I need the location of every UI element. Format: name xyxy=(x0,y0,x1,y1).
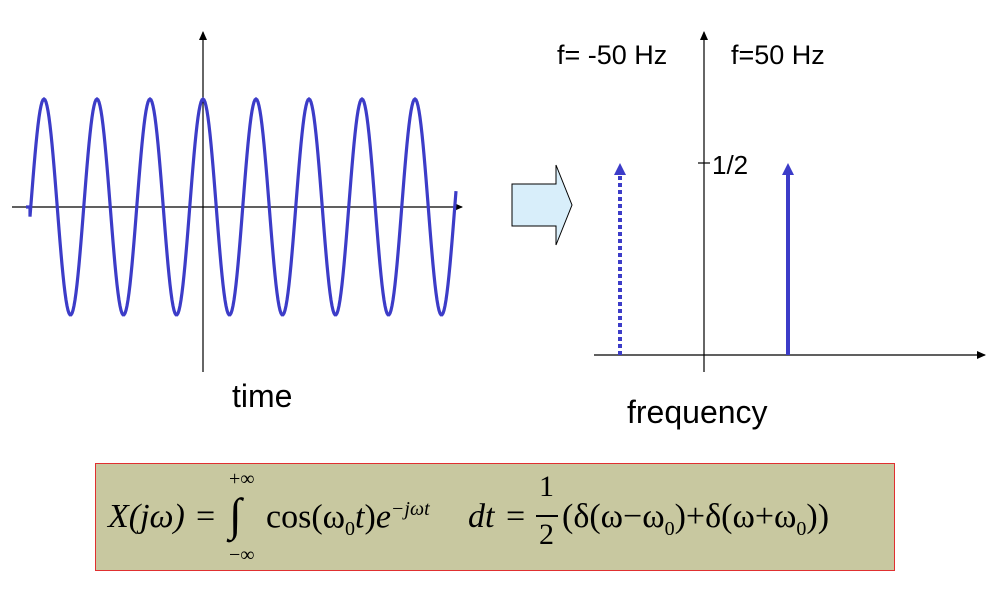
amplitude-tick-label: 1/2 xyxy=(712,150,749,180)
spectrum-marks xyxy=(614,163,794,355)
cosine-waveform xyxy=(26,96,458,317)
delta-sum: (δ(ω−ω0)+δ(ω+ω0)) xyxy=(562,498,830,540)
dt-term: dt xyxy=(468,498,495,535)
formula-equals-1: = xyxy=(196,498,216,535)
formula-equals-2: = xyxy=(506,498,526,535)
formula-lhs: X(jω) xyxy=(108,498,185,535)
integral-upper-limit: +∞ xyxy=(229,468,255,490)
impulse-pos-arrowhead xyxy=(782,163,794,175)
time-axis-label: time xyxy=(232,378,293,414)
half-denominator: 2 xyxy=(539,518,554,551)
pos-frequency-label: f=50 Hz xyxy=(731,40,825,70)
cos-term: cos(ω0t)e−jωt xyxy=(266,498,430,541)
exponent: −jωt xyxy=(390,498,430,520)
frequency-axis-label: frequency xyxy=(627,394,768,430)
neg-frequency-label: f= -50 Hz xyxy=(557,40,668,70)
fraction-bar xyxy=(536,515,558,517)
integral-sign: ∫ xyxy=(229,489,242,540)
transform-arrow xyxy=(511,164,573,246)
impulse-neg-arrowhead xyxy=(614,163,626,175)
integral-lower-limit: −∞ xyxy=(229,544,255,566)
fourier-formula-box: X(jω) = ∫ +∞ −∞ cos(ω0t)e−jωt dt = 1 2 (… xyxy=(95,463,895,571)
half-numerator: 1 xyxy=(539,470,554,503)
